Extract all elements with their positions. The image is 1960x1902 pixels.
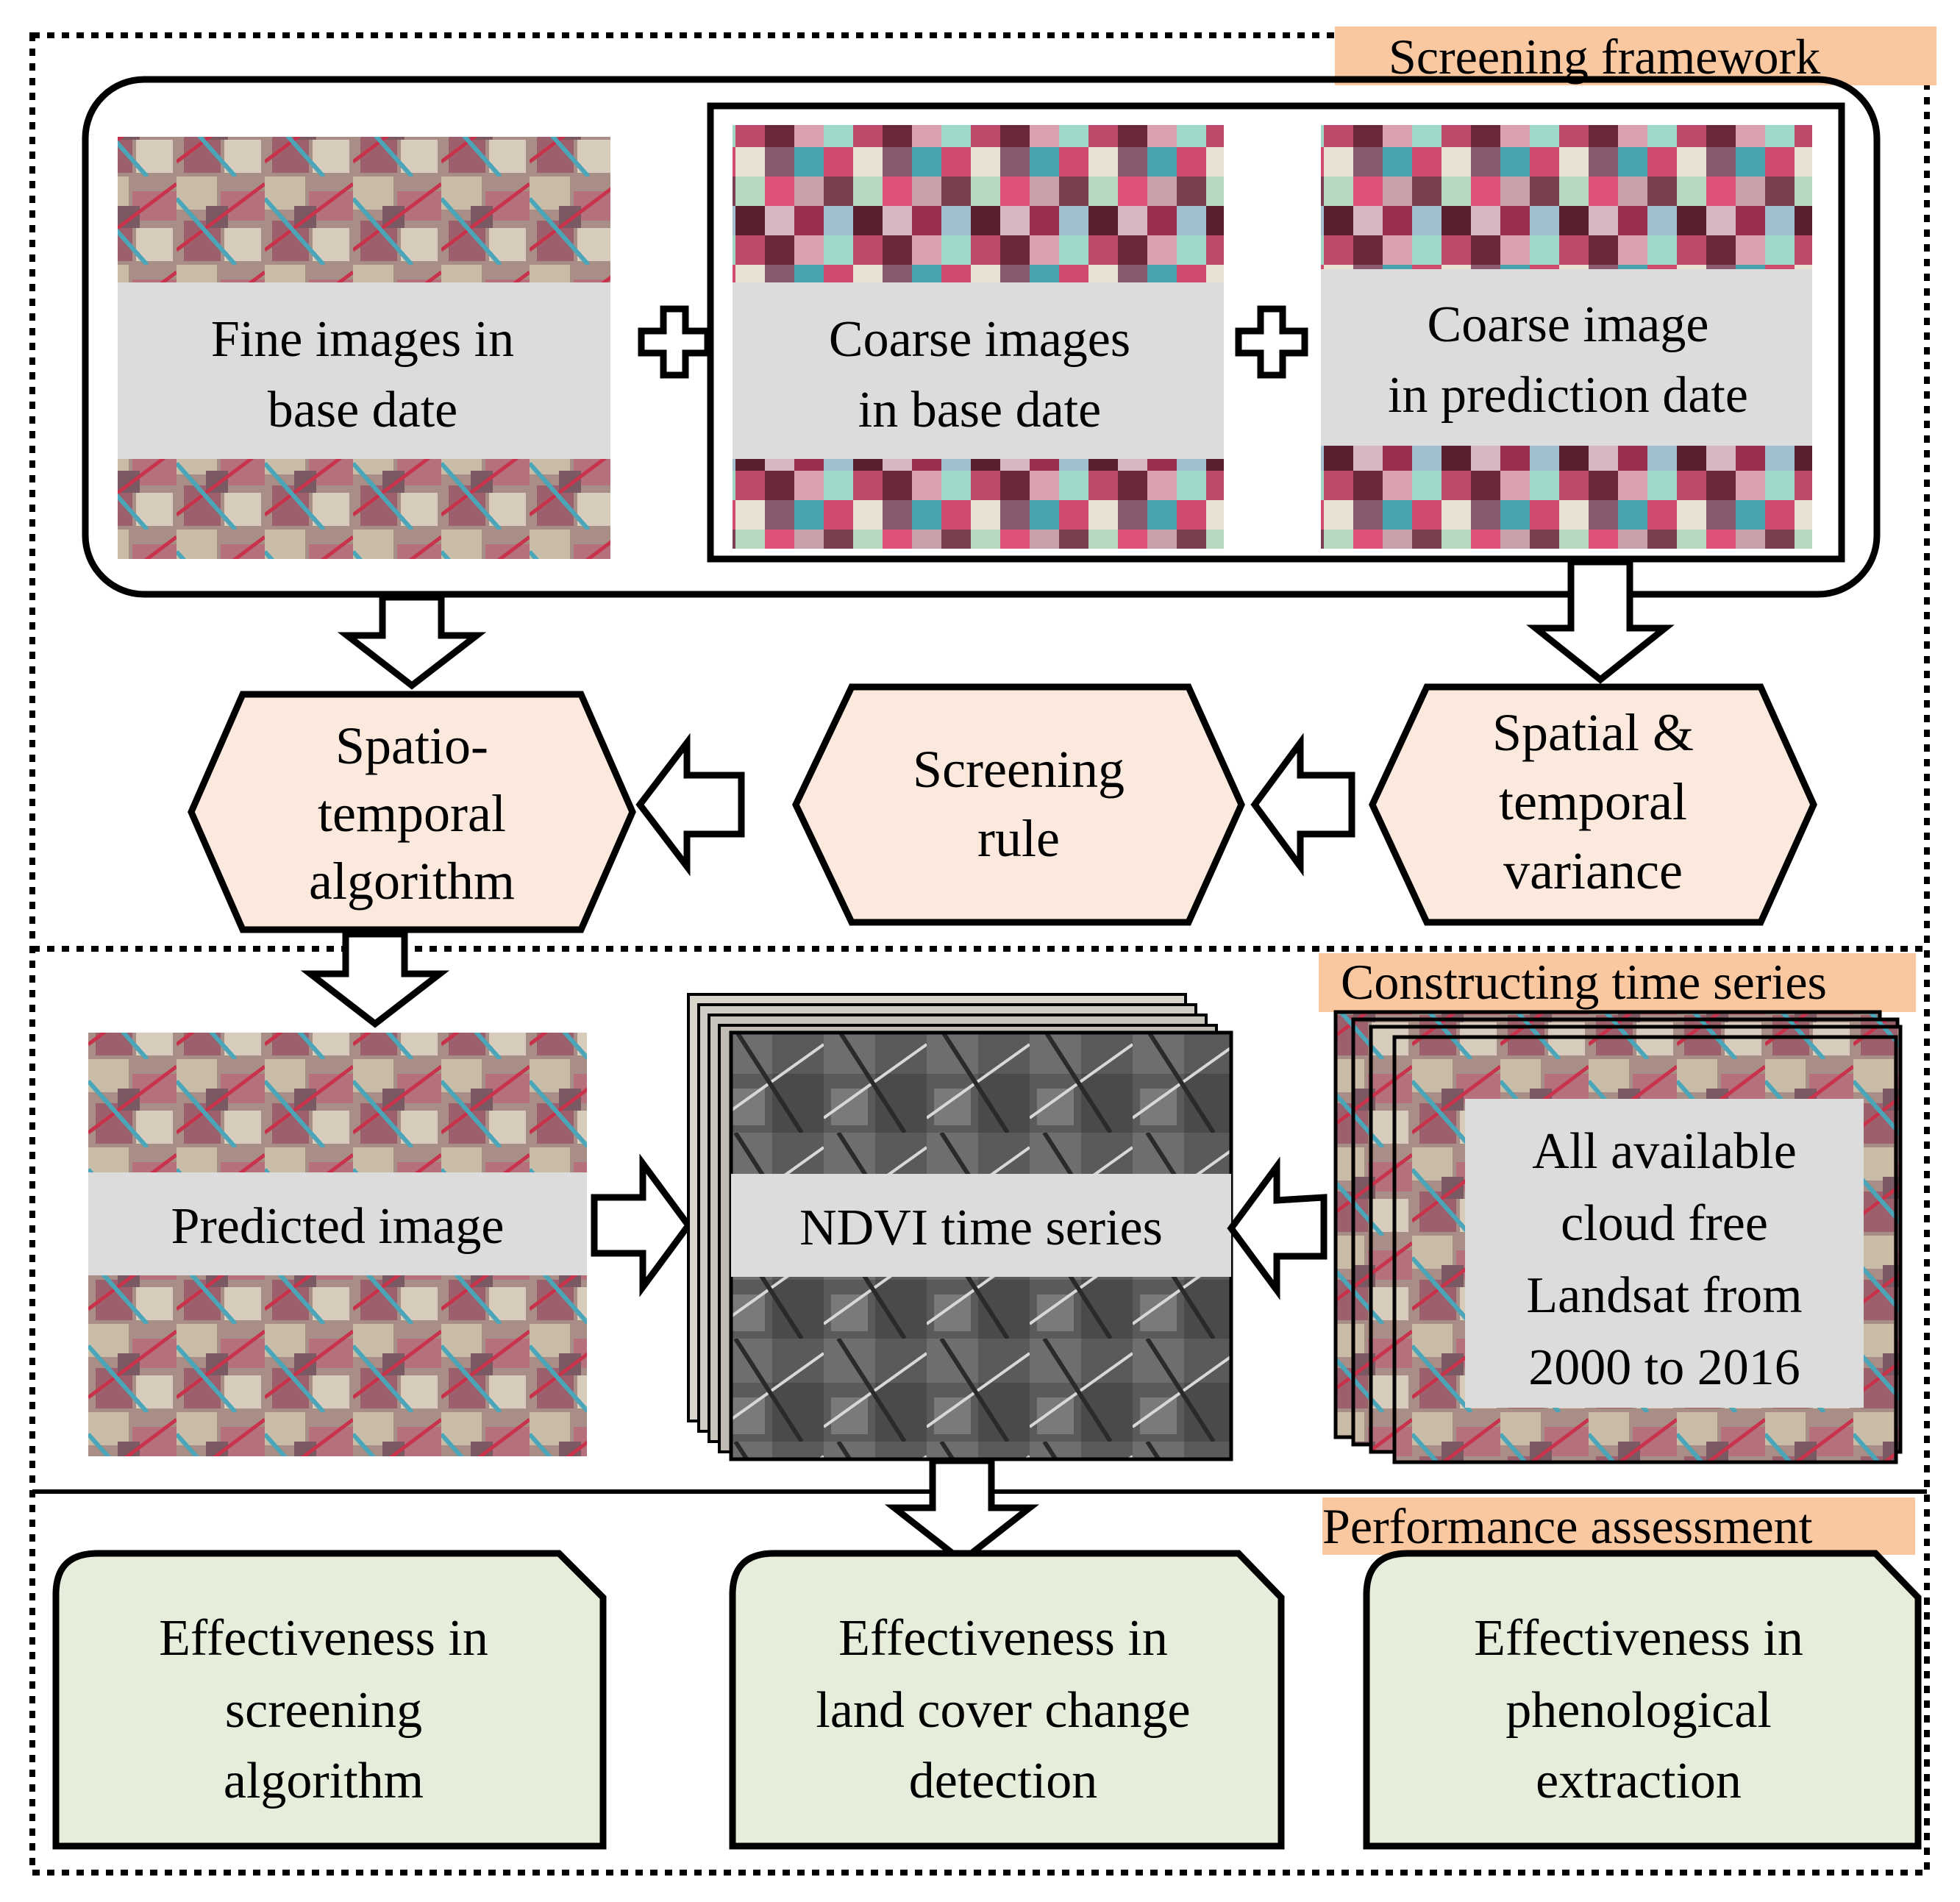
svg-text:temporal: temporal bbox=[318, 784, 506, 843]
svg-text:Fine images in: Fine images in bbox=[211, 311, 514, 368]
arrow-down-icon bbox=[884, 1457, 1040, 1565]
svg-text:in base date: in base date bbox=[858, 382, 1101, 438]
arrow-down-icon bbox=[1526, 558, 1675, 684]
coarse-base-image-panel: Coarse images in base date bbox=[733, 125, 1224, 549]
coarse-prediction-image-panel: Coarse image in prediction date bbox=[1321, 125, 1812, 549]
svg-text:base date: base date bbox=[268, 382, 457, 438]
svg-text:NDVI time series: NDVI time series bbox=[799, 1200, 1163, 1256]
hexagon-variance: Spatial & temporal variance bbox=[1369, 683, 1817, 926]
arrow-left-icon bbox=[1227, 1156, 1328, 1300]
plus-icon bbox=[638, 305, 711, 379]
assessment-box-screening-algorithm: Effectiveness in screening algorithm bbox=[52, 1550, 607, 1850]
svg-text:detection: detection bbox=[909, 1753, 1098, 1809]
input-container bbox=[82, 76, 1881, 598]
svg-text:Landsat from: Landsat from bbox=[1526, 1267, 1802, 1324]
svg-text:Predicted image: Predicted image bbox=[171, 1198, 505, 1255]
hexagon-spatiotemporal: Spatio- temporal algorithm bbox=[188, 691, 636, 933]
section-tag-assessment: Performance assessment bbox=[1322, 1497, 1915, 1555]
arrow-down-icon bbox=[300, 930, 450, 1028]
svg-text:extraction: extraction bbox=[1536, 1753, 1742, 1809]
svg-text:rule: rule bbox=[977, 809, 1060, 868]
svg-text:screening: screening bbox=[225, 1682, 422, 1739]
svg-text:algorithm: algorithm bbox=[224, 1753, 424, 1809]
assessment-box-land-cover: Effectiveness in land cover change detec… bbox=[729, 1550, 1285, 1850]
svg-text:Coarse image: Coarse image bbox=[1428, 296, 1709, 353]
svg-text:Effectiveness in: Effectiveness in bbox=[1474, 1610, 1803, 1667]
arrow-left-icon bbox=[1250, 733, 1355, 877]
svg-text:Spatio-: Spatio- bbox=[335, 716, 488, 775]
fine-image-panel: Fine images in base date bbox=[118, 137, 610, 559]
svg-text:2000 to 2016: 2000 to 2016 bbox=[1528, 1339, 1800, 1396]
svg-text:algorithm: algorithm bbox=[309, 852, 515, 911]
ndvi-image-stack: NDVI time series bbox=[687, 993, 1233, 1461]
svg-text:Effectiveness in: Effectiveness in bbox=[838, 1610, 1168, 1667]
svg-text:Screening: Screening bbox=[913, 740, 1125, 799]
svg-text:Effectiveness in: Effectiveness in bbox=[159, 1610, 488, 1667]
hexagon-screening-rule: Screening rule bbox=[792, 683, 1245, 926]
outer-frame bbox=[29, 32, 1930, 1876]
landsat-image-stack: All available cloud free Landsat from 20… bbox=[1333, 1010, 1903, 1464]
svg-text:cloud free: cloud free bbox=[1561, 1195, 1768, 1252]
svg-text:Coarse images: Coarse images bbox=[829, 311, 1130, 368]
arrow-down-icon bbox=[337, 594, 487, 690]
svg-text:Constructing time series: Constructing time series bbox=[1341, 954, 1827, 1010]
svg-text:in prediction date: in prediction date bbox=[1388, 367, 1748, 424]
svg-text:phenological: phenological bbox=[1505, 1682, 1772, 1739]
svg-text:land cover change: land cover change bbox=[816, 1682, 1190, 1739]
arrow-right-icon bbox=[591, 1153, 693, 1297]
predicted-image-panel: Predicted image bbox=[88, 1033, 587, 1456]
svg-text:temporal: temporal bbox=[1499, 772, 1687, 831]
svg-text:Spatial &: Spatial & bbox=[1492, 703, 1694, 762]
assessment-box-phenological: Effectiveness in phenological extraction bbox=[1363, 1550, 1922, 1850]
svg-text:Performance assessment: Performance assessment bbox=[1322, 1498, 1813, 1554]
section-tag-screening: Screening framework bbox=[1335, 26, 1936, 85]
plus-icon bbox=[1235, 305, 1308, 379]
svg-text:variance: variance bbox=[1503, 841, 1683, 900]
svg-text:Screening framework: Screening framework bbox=[1389, 29, 1820, 85]
svg-text:All available: All available bbox=[1532, 1123, 1797, 1180]
arrow-left-icon bbox=[635, 733, 745, 877]
section-tag-time-series: Constructing time series bbox=[1319, 953, 1916, 1012]
